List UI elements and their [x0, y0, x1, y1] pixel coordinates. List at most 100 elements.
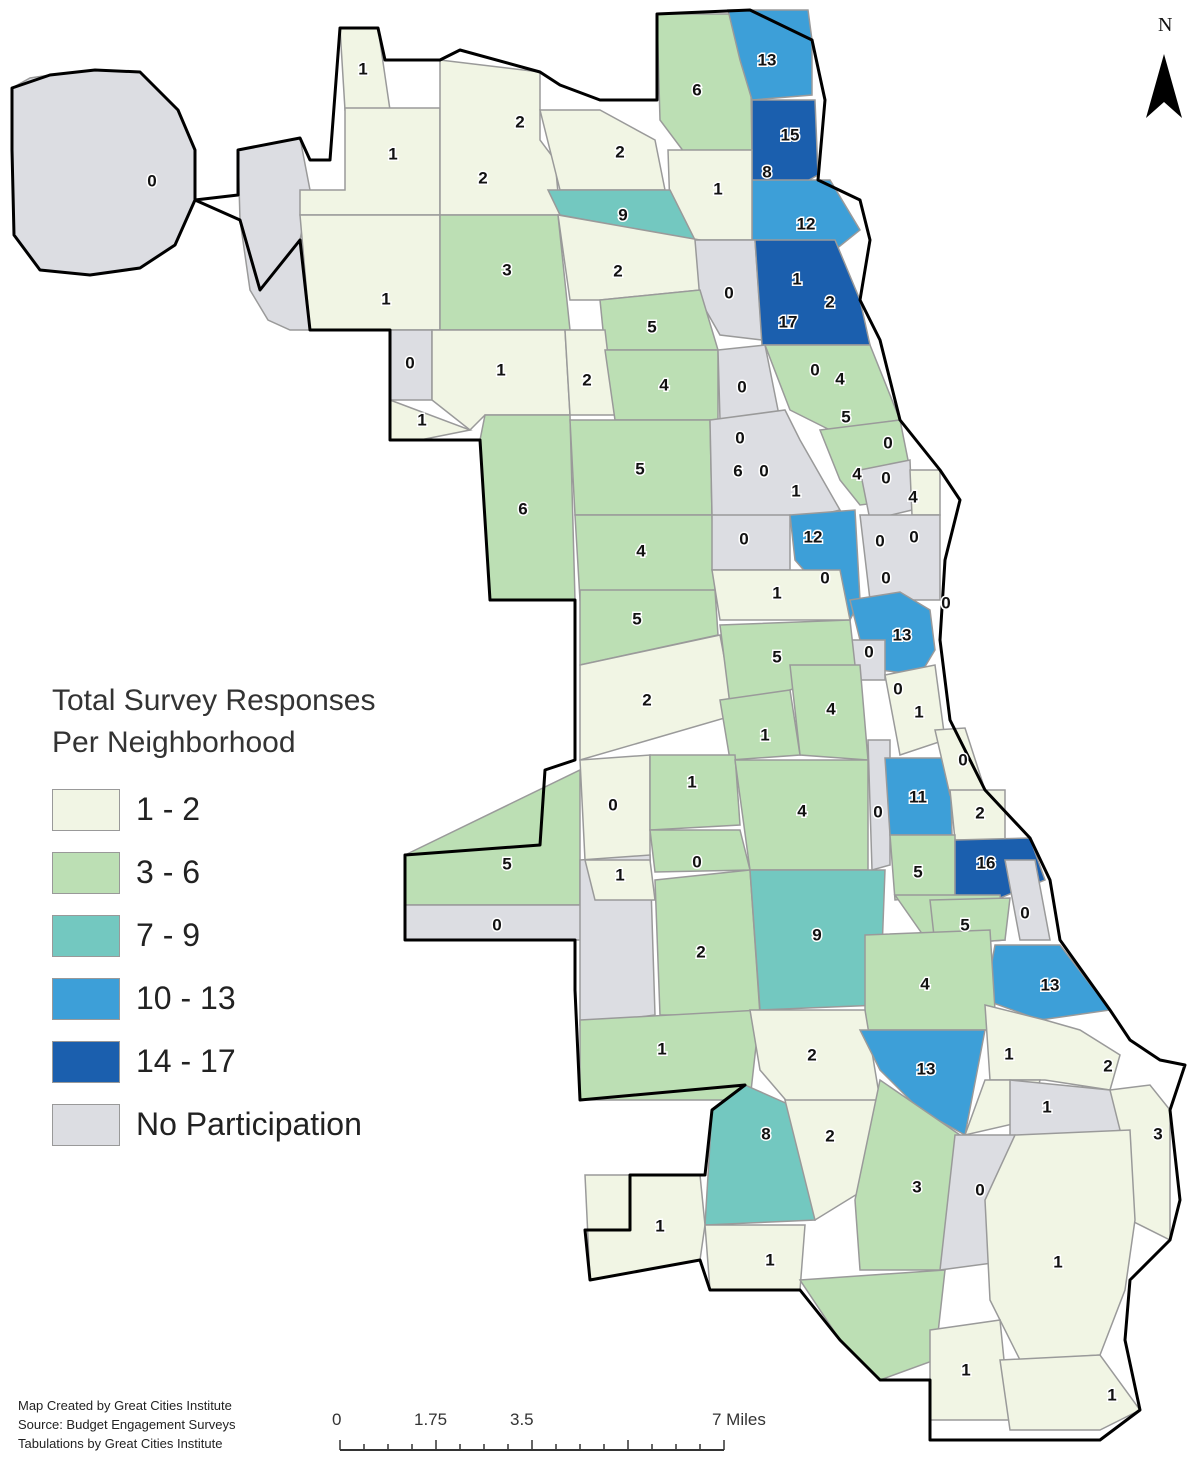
neighborhood-count-label: 1: [914, 703, 923, 722]
neighborhood-count-label: 1: [655, 1217, 664, 1236]
neighborhood-count-label: 4: [659, 376, 669, 395]
neighborhood-region: [1004, 859, 1051, 941]
neighborhood-count-label: 12: [804, 528, 823, 547]
legend-item: 1 - 2: [52, 778, 432, 841]
neighborhood-count-label: 1: [358, 60, 367, 79]
legend-label: No Participation: [136, 1106, 362, 1142]
neighborhood-count-label: 0: [975, 1181, 984, 1200]
neighborhood-count-label: 3: [1153, 1125, 1162, 1144]
neighborhood-count-label: 2: [615, 143, 624, 162]
neighborhood-count-label: 5: [913, 863, 922, 882]
neighborhood-count-label: 0: [1020, 904, 1029, 923]
north-arrow: N: [1144, 14, 1184, 120]
neighborhood-count-label: 1: [791, 482, 800, 501]
scale-tick-label: 7 Miles: [712, 1410, 766, 1429]
neighborhood-count-label: 0: [608, 796, 617, 815]
neighborhood-count-label: 15: [781, 126, 800, 145]
neighborhood-region: [854, 1078, 961, 1271]
scale-bar-ruler: [339, 1440, 725, 1451]
neighborhood-region: [649, 754, 741, 831]
legend-title-line-2: Per Neighborhood: [52, 726, 296, 759]
neighborhood-count-label: 4: [826, 700, 836, 719]
neighborhood-count-label: 2: [825, 1127, 834, 1146]
legend-label: 3 - 6: [136, 854, 201, 890]
neighborhood-region: [859, 514, 941, 601]
neighborhood-count-label: 0: [881, 569, 890, 588]
legend-swatch: [52, 851, 120, 894]
neighborhood-count-label: 0: [724, 284, 733, 303]
neighborhood-count-label: 2: [642, 691, 651, 710]
neighborhood-count-label: 5: [647, 318, 656, 337]
scale-tick-label: 1.75: [414, 1410, 448, 1429]
neighborhood-count-label: 2: [582, 371, 591, 390]
neighborhood-count-label: 1: [961, 1361, 970, 1380]
map-legend: Total Survey Responses Per Neighborhood …: [52, 680, 432, 1156]
neighborhood-count-label: 0: [883, 434, 892, 453]
neighborhood-region: [798, 1269, 946, 1381]
neighborhood-count-label: 4: [908, 488, 918, 507]
neighborhood-count-label: 1: [687, 773, 696, 792]
legend-item: No Participation: [52, 1093, 432, 1156]
legend-swatch: [52, 1040, 120, 1083]
neighborhood-count-label: 0: [820, 569, 829, 588]
scale-bar: 0 1.75 3.5 7 Miles: [330, 1410, 766, 1458]
neighborhood-count-label: 9: [618, 206, 627, 225]
neighborhood-count-label: 11: [909, 788, 927, 807]
neighborhood-count-label: 2: [807, 1046, 816, 1065]
neighborhood-count-label: 4: [835, 370, 845, 389]
neighborhood-regions: [11, 9, 1171, 1431]
neighborhood-region: [539, 109, 666, 191]
neighborhood-count-label: 1: [772, 584, 781, 603]
neighborhood-count-label: 6: [692, 81, 701, 100]
neighborhood-count-label: 1: [1107, 1386, 1116, 1405]
neighborhood-count-label: 1: [417, 411, 426, 430]
neighborhood-region: [439, 59, 561, 216]
scale-tick-label: 0: [332, 1410, 342, 1429]
neighborhood-count-label: 0: [893, 680, 902, 699]
neighborhood-count-label: 3: [912, 1178, 921, 1197]
legend-label: 10 - 13: [136, 980, 236, 1016]
neighborhood-count-label: 2: [975, 804, 984, 823]
neighborhood-region: [237, 137, 311, 331]
legend-item: 7 - 9: [52, 904, 432, 967]
neighborhood-region: [999, 1354, 1142, 1431]
neighborhood-count-label: 1: [615, 866, 624, 885]
neighborhood-count-label: 13: [758, 51, 777, 70]
neighborhood-count-label: 9: [812, 926, 821, 945]
neighborhood-count-label: 1: [765, 1251, 774, 1270]
legend-label: 7 - 9: [136, 917, 201, 953]
neighborhood-count-label: 5: [632, 610, 641, 629]
neighborhood-count-label: 0: [692, 853, 701, 872]
neighborhood-count-label: 0: [941, 594, 950, 613]
neighborhood-count-label: 0: [810, 361, 819, 380]
neighborhood-count-label: 6: [518, 500, 527, 519]
neighborhood-count-label: 5: [502, 855, 511, 874]
neighborhood-region: [727, 9, 813, 101]
map-credits: Map Created by Great Cities Institute So…: [18, 1396, 236, 1453]
neighborhood-count-label: 1: [657, 1040, 666, 1059]
neighborhood-count-label: 1: [760, 726, 769, 745]
neighborhood-count-label: 0: [739, 530, 748, 549]
neighborhood-count-label: 0: [958, 751, 967, 770]
neighborhood-count-label: 0: [909, 528, 918, 547]
legend-label: 14 - 17: [136, 1043, 236, 1079]
legend-item: 3 - 6: [52, 841, 432, 904]
legend-swatch: [52, 977, 120, 1020]
neighborhood-count-label: 13: [917, 1060, 936, 1079]
neighborhood-count-label: 0: [873, 803, 882, 822]
neighborhood-count-label: 0: [492, 916, 501, 935]
neighborhood-count-label: 0: [147, 172, 156, 191]
neighborhood-count-label: 2: [515, 113, 524, 132]
neighborhood-count-label: 16: [977, 854, 996, 873]
legend-item: 10 - 13: [52, 967, 432, 1030]
neighborhood-count-label: 13: [1041, 976, 1060, 995]
credit-line: Map Created by Great Cities Institute: [18, 1398, 232, 1413]
neighborhood-count-label: 5: [772, 648, 781, 667]
scale-tick-label: 3.5: [510, 1410, 534, 1429]
neighborhood-count-label: 4: [797, 802, 807, 821]
legend-swatch: [52, 1103, 120, 1146]
neighborhood-region: [864, 929, 996, 1031]
city-boundary: [10, 8, 1187, 1442]
